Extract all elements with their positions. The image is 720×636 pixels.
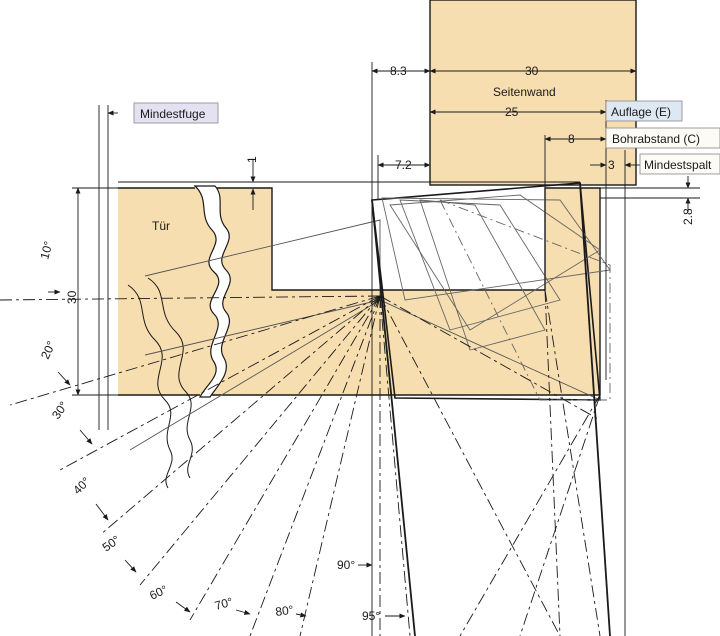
dim-wall-thickness: 30 (525, 64, 539, 78)
door-break (193, 185, 231, 398)
dim-min-gap-val: 3 (608, 158, 615, 172)
angle-95: 95° (362, 609, 380, 623)
dim-offset-7-2: 7.2 (395, 158, 412, 172)
angle-20: 20° (38, 339, 58, 362)
min-gap-side-label: Mindestspalt (644, 158, 712, 172)
side-wall-panel (429, 0, 637, 186)
support-label: Auflage (E) (611, 105, 671, 119)
angle-30: 30° (49, 399, 71, 422)
dim-offset-8-3: 8.3 (390, 64, 407, 78)
side-wall-label: Seitenwand (493, 85, 556, 99)
angle-10: 10° (37, 239, 55, 260)
support-box (605, 100, 683, 122)
min-gap-door-label: Mindestfuge (140, 107, 206, 121)
drill-distance-label: Bohrabstand (C) (612, 132, 700, 146)
min-gap-side-box (639, 153, 720, 175)
drill-distance-box (605, 127, 720, 149)
dim-top-gap: 1 (245, 156, 259, 163)
door-panel (118, 188, 600, 395)
door-label: Tür (152, 219, 170, 233)
dim-support-width: 25 (505, 105, 519, 119)
dim-drill-dist: 8 (568, 132, 575, 146)
angle-90: 90° (337, 558, 355, 572)
door-wave-right (147, 277, 193, 479)
angle-70: 70° (213, 595, 234, 613)
angle-40: 40° (70, 474, 93, 497)
angle-60: 60° (147, 582, 170, 602)
angle-80: 80° (274, 603, 294, 619)
min-gap-door-box (133, 102, 219, 124)
dim-gap-2-8: 2.8 (681, 208, 695, 225)
dimension-lines (48, 62, 700, 636)
angle-50: 50° (100, 532, 123, 554)
angle-rays (0, 289, 601, 636)
dim-door-thickness: 30 (65, 290, 79, 304)
open-door-outline (371, 182, 611, 636)
door-wave-left (127, 284, 173, 489)
